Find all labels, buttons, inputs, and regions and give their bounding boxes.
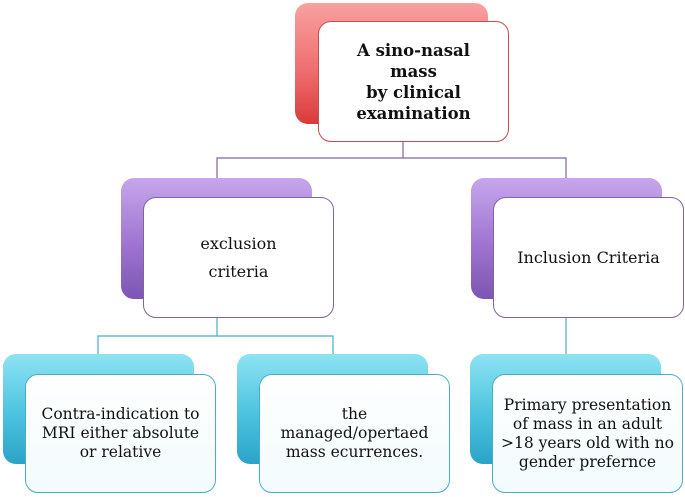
leaf-line: Primary presentation xyxy=(503,395,672,414)
connector-exclusion-leaf1 xyxy=(97,318,218,354)
leaf-line: mass ecurrences. xyxy=(285,443,424,461)
leaf-line: the xyxy=(341,405,368,423)
root-node: A sino-nasal mass by clinical examinatio… xyxy=(318,21,509,142)
leaf-line: or relative xyxy=(79,443,162,461)
root-node-line: by clinical xyxy=(366,82,461,102)
exclusion-criteria-node: exclusion criteria xyxy=(143,197,334,318)
exclusion-node-line: exclusion xyxy=(200,233,277,253)
primary-presentation-node: Primary presentation of mass in an adult… xyxy=(492,374,683,493)
exclusion-node-line: criteria xyxy=(208,261,269,281)
leaf-line: MRI either absolute xyxy=(41,424,200,442)
connector-root-exclusion xyxy=(216,142,404,178)
managed-mass-recurrence-node: the managed/opertaed mass ecurrences. xyxy=(259,374,450,493)
leaf-line: >18 years old with no xyxy=(501,433,674,452)
leaf-line: gender prefernce xyxy=(518,452,657,471)
connector-exclusion-leaf2 xyxy=(217,335,334,354)
root-node-line: examination xyxy=(356,103,471,123)
root-node-line: A sino-nasal mass xyxy=(357,40,470,81)
mri-contraindication-node: Contra-indication to MRI either absolute… xyxy=(25,374,216,493)
leaf-line: managed/opertaed xyxy=(280,424,429,442)
leaf-line: of mass in an adult xyxy=(512,414,663,433)
inclusion-node-line: Inclusion Criteria xyxy=(517,247,660,267)
connector-root-inclusion xyxy=(403,157,567,178)
leaf-line: Contra-indication to xyxy=(41,405,200,423)
inclusion-criteria-node: Inclusion Criteria xyxy=(493,197,684,318)
